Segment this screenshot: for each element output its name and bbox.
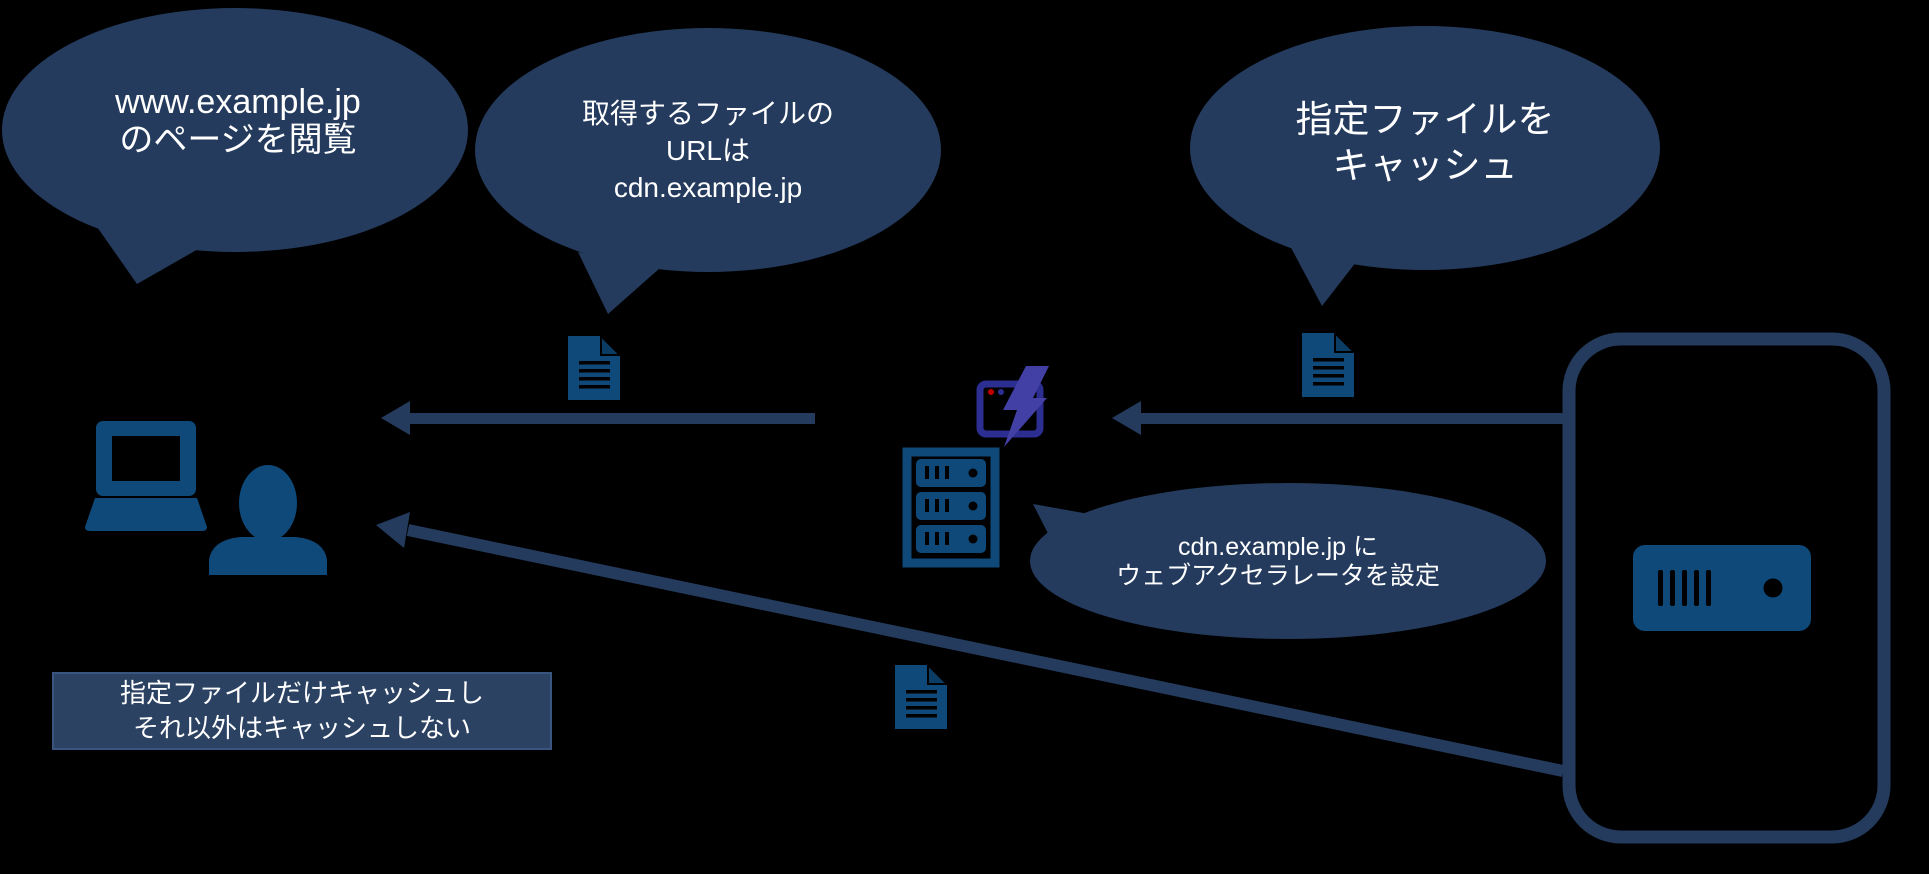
bubble-cache-directive-line: 指定ファイルを xyxy=(1295,99,1555,140)
cache-policy-note-line: それ以外はキャッシュしない xyxy=(132,713,471,743)
origin-server-icon xyxy=(1633,545,1811,631)
bubble-browse-line: www.example.jp xyxy=(115,83,361,121)
speech-bubble-browse xyxy=(2,8,468,284)
cache-policy-note-line: 指定ファイルだけキャッシュし xyxy=(119,678,484,708)
laptop-icon xyxy=(85,421,207,531)
bubble-accelerator-line: cdn.example.jp に xyxy=(1177,533,1379,561)
bubble-browse-text: www.example.jp のページを閲覧 xyxy=(73,83,403,159)
bubble-file-url-text: 取得するファイルの URLは cdn.example.jp xyxy=(538,95,878,206)
bubble-file-url-line: 取得するファイルの xyxy=(581,98,834,129)
cache-policy-note: 指定ファイルだけキャッシュし それ以外はキャッシュしない xyxy=(52,672,552,750)
bubble-cache-directive-text: 指定ファイルを キャッシュ xyxy=(1255,97,1595,189)
speech-bubble-file-url xyxy=(475,28,941,314)
bubble-file-url-line: URLは xyxy=(665,135,750,166)
document-icon xyxy=(567,335,621,401)
speech-bubble-cache-directive xyxy=(1190,26,1660,306)
document-icon xyxy=(894,664,948,730)
cache-server-icon xyxy=(902,447,1000,568)
bubble-accelerator-line: ウェブアクセラレータを設定 xyxy=(1116,562,1440,590)
bubble-cache-directive-line: キャッシュ xyxy=(1332,145,1518,186)
arrow-origin-to-user-diagonal xyxy=(376,512,1565,777)
origin-boundary xyxy=(1562,332,1891,844)
arrow-origin-to-accelerator xyxy=(1112,401,1563,435)
bubble-browse-line: のページを閲覧 xyxy=(119,121,357,159)
bubble-file-url-line: cdn.example.jp xyxy=(613,172,803,203)
arrow-cdn-to-user xyxy=(381,401,815,435)
user-icon xyxy=(209,465,327,575)
bubble-accelerator-text: cdn.example.jp に ウェブアクセラレータを設定 xyxy=(1068,533,1488,591)
web-accelerator-icon xyxy=(976,366,1049,447)
speech-bubble-accelerator xyxy=(1030,483,1546,639)
document-icon xyxy=(1301,332,1355,398)
